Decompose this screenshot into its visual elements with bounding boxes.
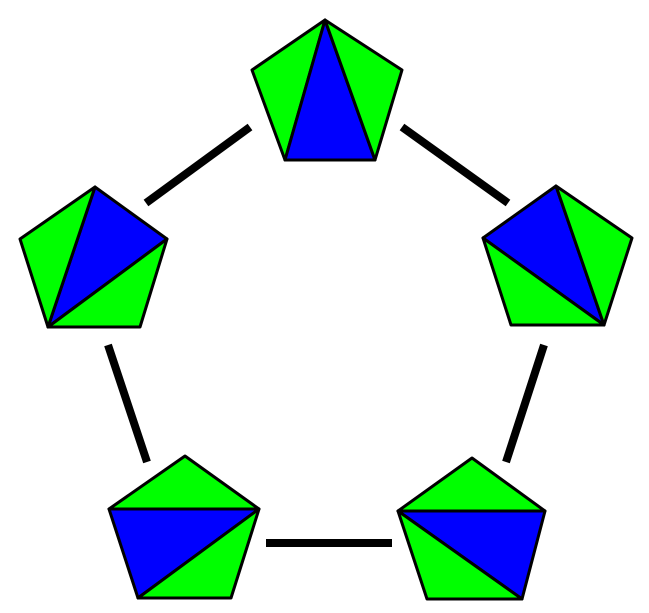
connector-lines [104, 123, 548, 547]
pentagon-node-upper-right [481, 184, 634, 327]
connector-upper-left-top [143, 123, 253, 207]
pentagon-node-upper-left [18, 185, 169, 329]
connector-top-upper-right [399, 123, 511, 207]
node-top-triangle-3 [323, 18, 404, 162]
node-upper-left-triangle-3 [18, 185, 97, 329]
connector-upper-right-lower-right [502, 343, 548, 464]
node-upper-right-triangle-3 [554, 184, 634, 327]
node-lower-left-triangle-3 [136, 507, 261, 600]
pentagon-node-lower-right [396, 456, 547, 601]
pentagon-node-lower-left [107, 454, 261, 600]
pentagon-node-top [250, 18, 404, 162]
connector-lower-left-upper-left [104, 343, 151, 464]
node-upper-right-triangle-2 [481, 236, 606, 327]
node-upper-left-triangle-2 [46, 237, 169, 329]
node-lower-right-triangle-3 [396, 509, 524, 601]
pentagon-nodes [18, 18, 634, 601]
